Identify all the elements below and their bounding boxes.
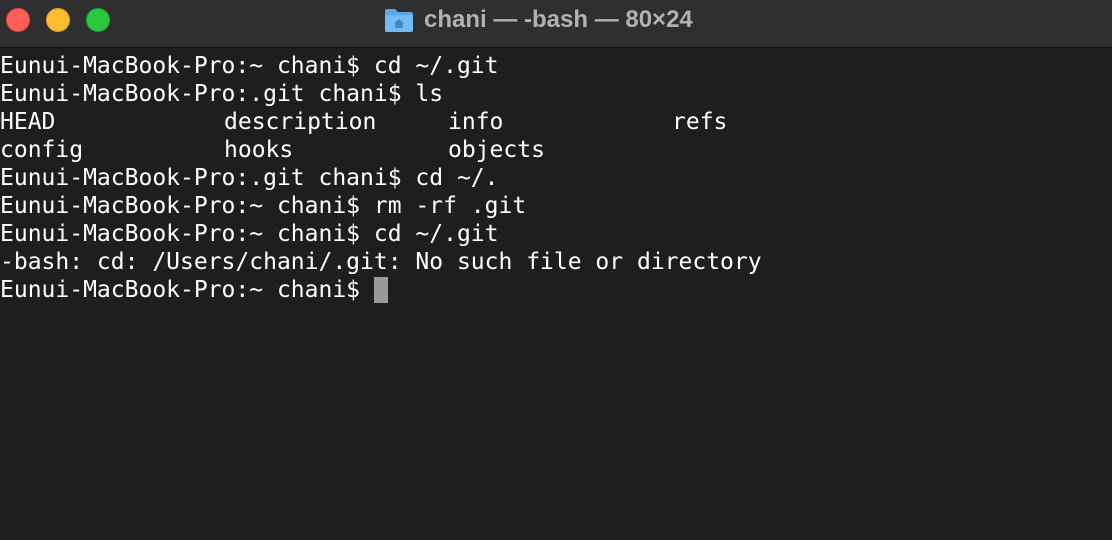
shell-prompt: Eunui-MacBook-Pro:~ chani$ <box>0 277 374 303</box>
ls-entry: HEAD <box>0 109 56 135</box>
current-prompt-line[interactable]: Eunui-MacBook-Pro:~ chani$ <box>0 276 1112 304</box>
ls-output-row: HEAD description info refs <box>0 108 1112 136</box>
minimize-button[interactable] <box>46 8 70 32</box>
ls-output-row: config hooks objects <box>0 136 1112 164</box>
ls-entry: description <box>224 109 377 135</box>
terminal-line: Eunui-MacBook-Pro:~ chani$ rm -rf .git <box>0 193 527 219</box>
window-title: chani — -bash — 80×24 <box>424 6 693 33</box>
terminal-line: Eunui-MacBook-Pro:~ chani$ cd ~/.git <box>0 53 499 79</box>
window-title-group: chani — -bash — 80×24 <box>384 4 693 36</box>
title-bar[interactable]: chani — -bash — 80×24 <box>0 0 1112 48</box>
terminal-error-line: -bash: cd: /Users/chani/.git: No such fi… <box>0 249 762 275</box>
terminal-output[interactable]: Eunui-MacBook-Pro:~ chani$ cd ~/.git Eun… <box>0 52 1112 540</box>
terminal-line: Eunui-MacBook-Pro:~ chani$ cd ~/.git <box>0 221 499 247</box>
ls-entry: objects <box>448 137 545 163</box>
close-button[interactable] <box>6 8 30 32</box>
terminal-line: Eunui-MacBook-Pro:.git chani$ ls <box>0 81 444 107</box>
ls-entry: refs <box>672 109 728 135</box>
folder-home-icon <box>385 9 413 32</box>
terminal-line: Eunui-MacBook-Pro:.git chani$ cd ~/. <box>0 165 499 191</box>
maximize-button[interactable] <box>86 8 110 32</box>
text-cursor[interactable] <box>373 277 388 303</box>
ls-entry: info <box>448 109 504 135</box>
ls-entry: hooks <box>224 137 294 163</box>
ls-entry: config <box>0 137 84 163</box>
